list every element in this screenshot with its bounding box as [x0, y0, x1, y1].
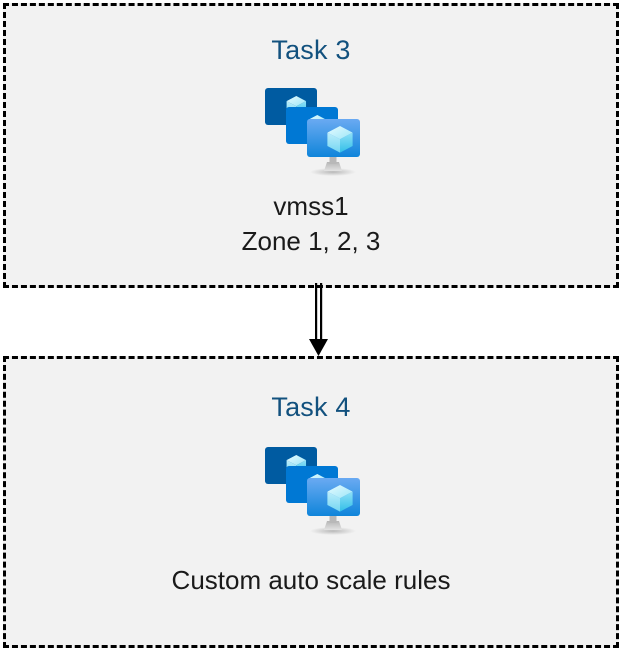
azure-vm-scale-set-icon [264, 84, 364, 176]
task3-title: Task 3 [271, 35, 351, 65]
connector-arrow-task3-to-task4 [296, 283, 340, 359]
task-box-task4[interactable]: Task 4 [3, 356, 619, 648]
task-box-content: Task 4 [6, 359, 616, 645]
task4-title: Task 4 [271, 392, 351, 422]
task-box-task3[interactable]: Task 3 [3, 3, 619, 288]
task3-caption: vmss1 Zone 1, 2, 3 [242, 189, 381, 259]
azure-vm-scale-set-icon [264, 443, 364, 535]
task-box-content: Task 3 [6, 6, 616, 285]
task3-caption-line-1: vmss1 [273, 191, 349, 221]
task4-caption-line-1: Custom auto scale rules [171, 565, 451, 595]
task4-caption: Custom auto scale rules [172, 563, 451, 598]
task3-caption-line-2: Zone 1, 2, 3 [241, 226, 381, 256]
